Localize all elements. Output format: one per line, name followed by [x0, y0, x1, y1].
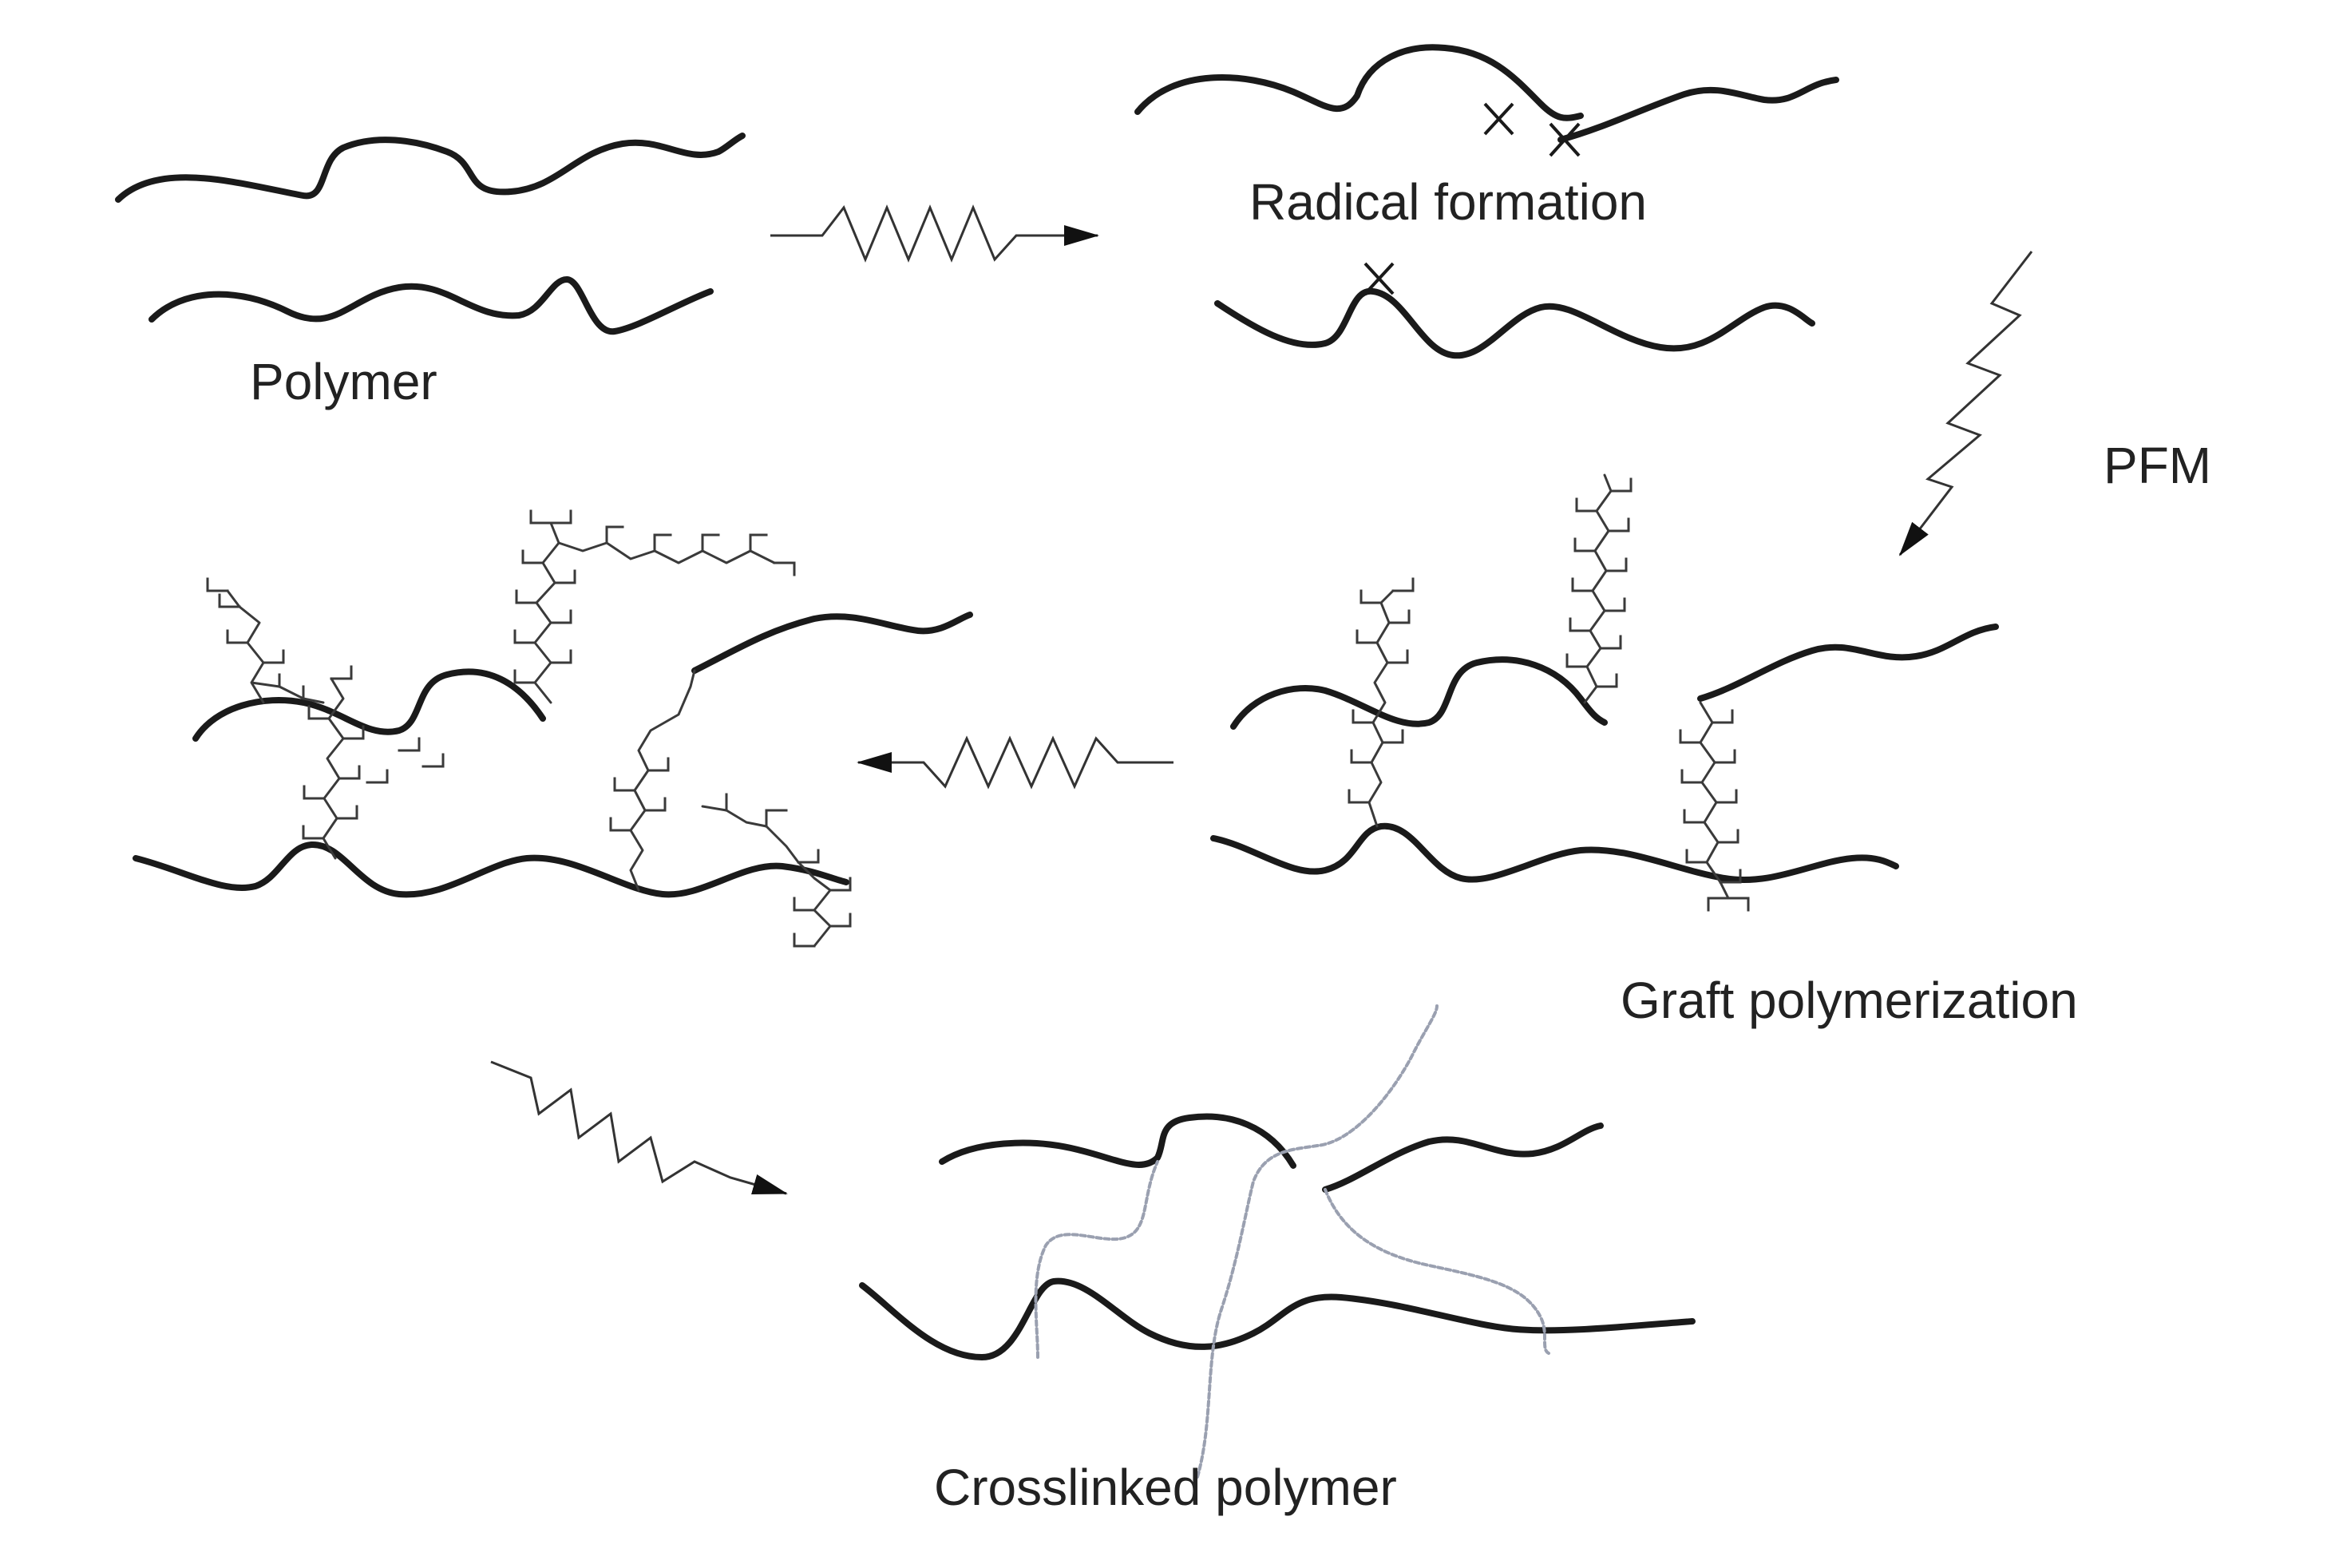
- dense-graft-side-groups: [206, 509, 852, 948]
- grafted-chain-bottom: [133, 841, 849, 898]
- graft-branch-3: [1699, 701, 1730, 900]
- radical-formation-group: Radical formation: [1134, 44, 1839, 359]
- graft-polymerization-label: Graft polymerization: [1621, 972, 2078, 1029]
- heavily-grafted-group: [133, 509, 973, 948]
- irradiation-arrow-2: [857, 735, 1173, 790]
- crosslinked-polymer-group: Crosslinked polymer: [859, 1004, 1696, 1516]
- crosslinked-chain-bottom: [859, 1277, 1696, 1360]
- graft-branch-3-side-groups: [1679, 709, 1750, 912]
- dense-graft-branch-b: [226, 589, 325, 704]
- graft-chain-bottom: [1210, 822, 1899, 884]
- graft-chain-top-right: [1697, 624, 1999, 702]
- graft-branch-1-side-groups: [1348, 577, 1415, 804]
- radical-chain-top-left: [1134, 44, 1584, 121]
- polymer-group: Polymer: [115, 133, 746, 410]
- dense-graft-branch-c: [533, 521, 776, 704]
- crosslinked-polymer-label: Crosslinked polymer: [934, 1459, 1397, 1516]
- radical-site-marker-1: [1483, 102, 1514, 136]
- dense-graft-branch-a: [322, 677, 345, 860]
- pfm-addition-arrow: [1898, 251, 2033, 556]
- irradiation-arrow-1: [770, 204, 1099, 263]
- radical-chain-bottom: [1214, 287, 1815, 359]
- crosslink-strand-3: [1324, 1188, 1550, 1355]
- crosslink-strand-1: [1034, 1160, 1159, 1359]
- radical-chain-top-right: [1557, 77, 1839, 143]
- graft-chain-top-left: [1230, 656, 1608, 730]
- radical-formation-label: Radical formation: [1249, 173, 1647, 231]
- polymer-label: Polymer: [250, 353, 437, 410]
- graft-branch-2: [1583, 473, 1613, 704]
- graft-polymerization-group: Graft polymerization: [1210, 473, 2078, 1029]
- radical-site-marker-3: [1363, 262, 1395, 295]
- grafted-chain-top-right: [691, 612, 973, 674]
- polymer-chain-top: [115, 133, 746, 203]
- crosslink-strand-2: [1196, 1004, 1439, 1479]
- pfm-label: PFM: [2104, 437, 2211, 494]
- crosslinked-chain-top-left: [939, 1113, 1296, 1169]
- polymer-chain-bottom: [148, 276, 714, 335]
- crosslinked-chain-top-right: [1322, 1123, 1604, 1193]
- grafted-chain-top-left: [192, 668, 546, 742]
- radical-site-marker-2: [1549, 122, 1581, 157]
- dense-graft-branch-d: [629, 669, 696, 892]
- crosslinking-arrow: [490, 1060, 788, 1195]
- graft-branch-2-side-groups: [1565, 477, 1633, 688]
